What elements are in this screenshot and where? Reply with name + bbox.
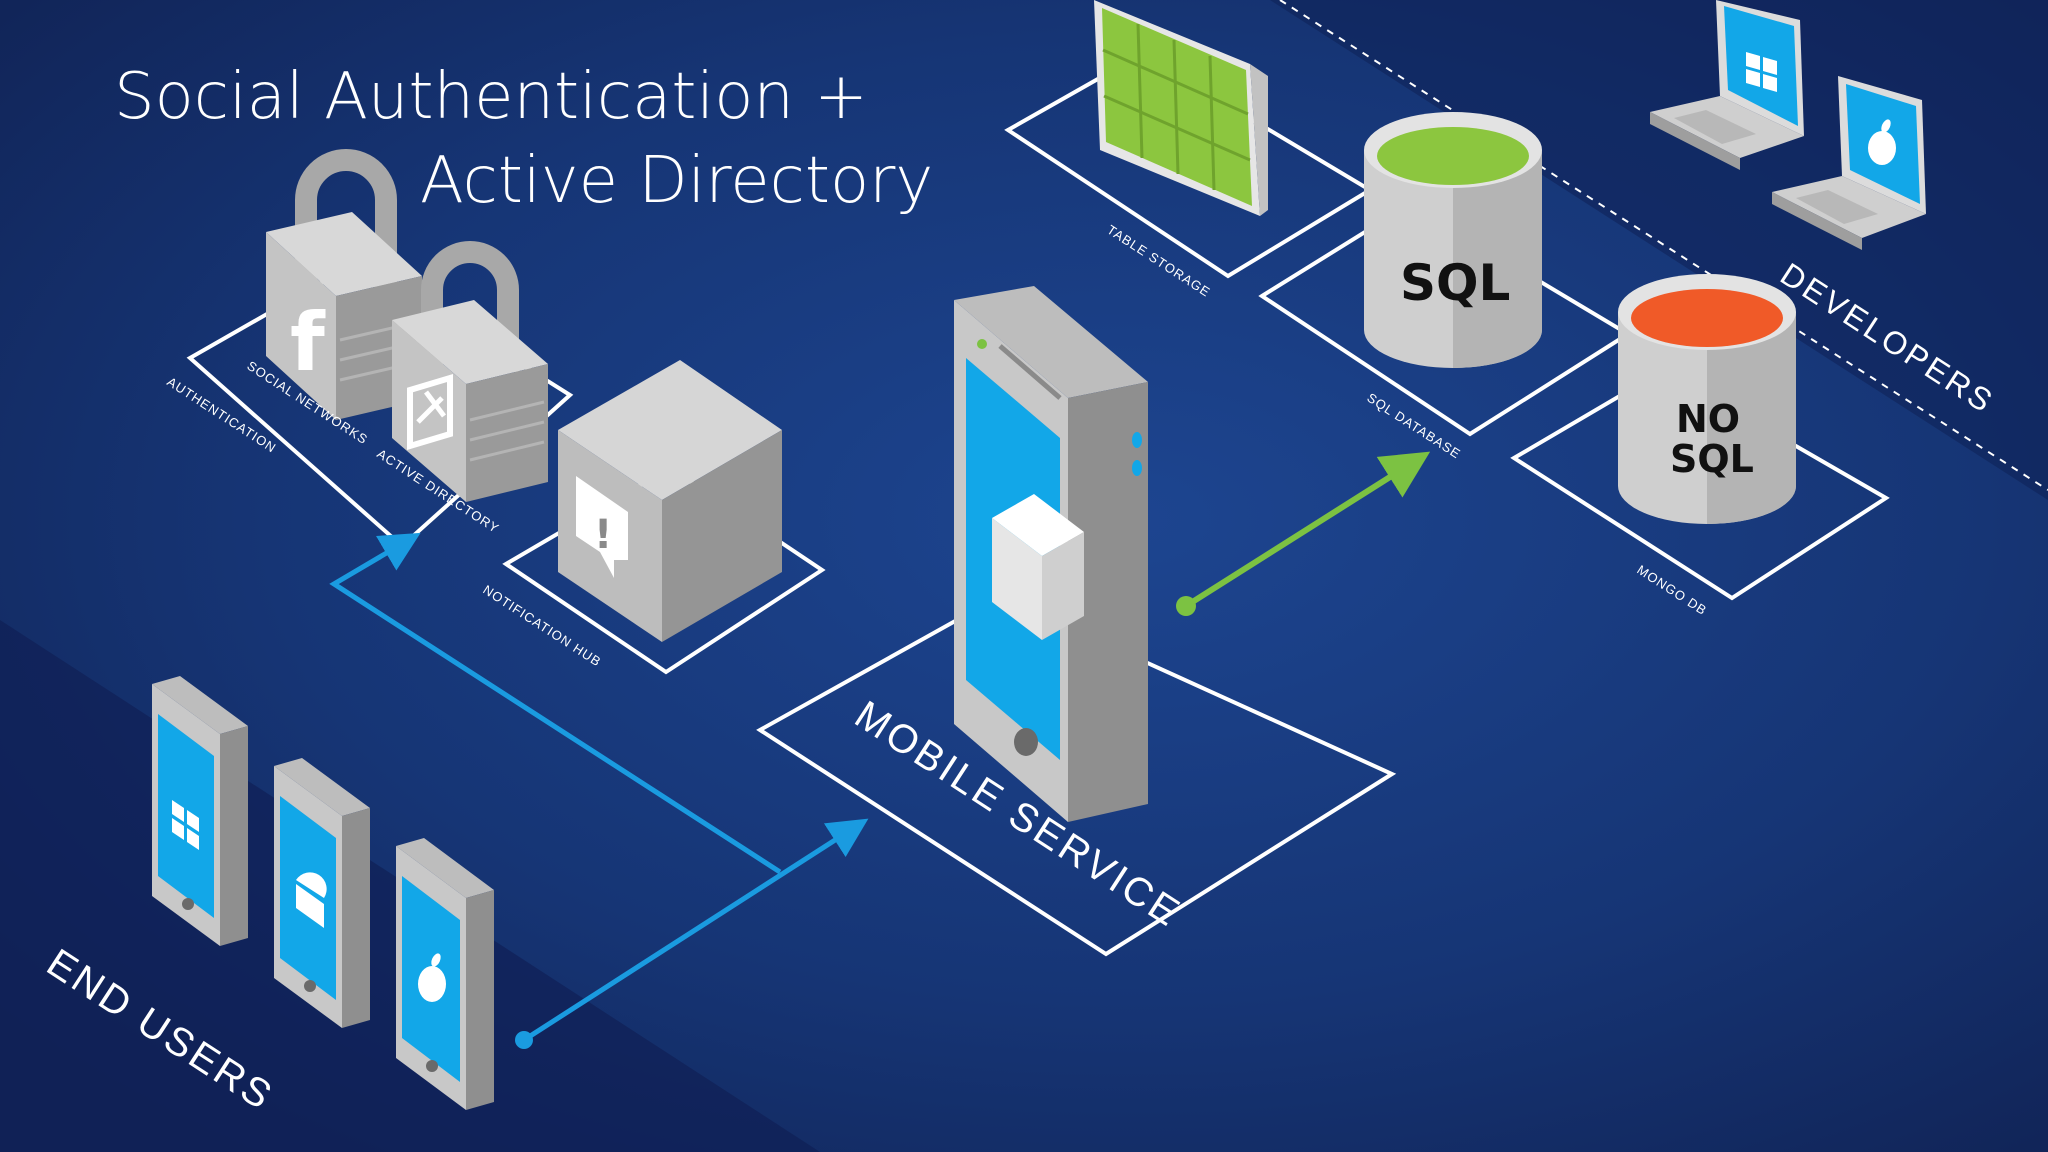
apple-laptop: [1772, 76, 1926, 250]
developers-dashed-line: [1279, 0, 2048, 491]
notification-icon: !: [576, 476, 628, 578]
sql-db-text: SQL: [1400, 254, 1510, 312]
nosql-db-text-line-1: NO: [1676, 397, 1740, 441]
mobile-service-camera: [977, 339, 987, 349]
android-phone: [274, 758, 370, 1028]
auth-connection-line: [329, 532, 782, 875]
windows-phone: [152, 676, 248, 946]
notification-hub-group: ! NOTIFICATION HUB: [480, 360, 826, 675]
mobile-service-connection-dot: [1176, 596, 1196, 616]
end-users-to-mobile-service-line: [522, 818, 869, 1043]
mobile-service-to-database-line: [1184, 451, 1431, 609]
windows-phone-icon: [172, 800, 199, 850]
svg-text:!: !: [594, 512, 612, 558]
windows-laptop: [1650, 0, 1804, 170]
windows-icon: [1746, 52, 1777, 92]
apple-phone-icon: [418, 953, 446, 1002]
mobile-service-home-button: [1014, 728, 1038, 756]
active-directory-lock: [392, 241, 548, 502]
end-users-connection-dot: [515, 1031, 533, 1049]
apple-icon: [1868, 119, 1896, 165]
mongo-db-group: NO SQL MONGO DB: [1510, 274, 1890, 618]
apple-phone: [396, 838, 494, 1110]
title-line-2: Active Directory: [420, 144, 933, 218]
mongo-db-plate: [1510, 367, 1890, 601]
active-directory-icon: [407, 373, 453, 451]
end-users-group: END USERS: [39, 676, 494, 1119]
mobile-service-plate: [756, 593, 1397, 957]
table-grid: [1102, 23, 1251, 191]
android-icon: [296, 872, 327, 928]
facebook-icon: f: [290, 296, 326, 389]
mobile-service-cube-icon: [992, 494, 1084, 640]
connections: [329, 451, 1431, 1049]
title-line-1: Social Authentication +: [114, 60, 868, 134]
nosql-db-text-line-2: SQL: [1670, 437, 1754, 481]
